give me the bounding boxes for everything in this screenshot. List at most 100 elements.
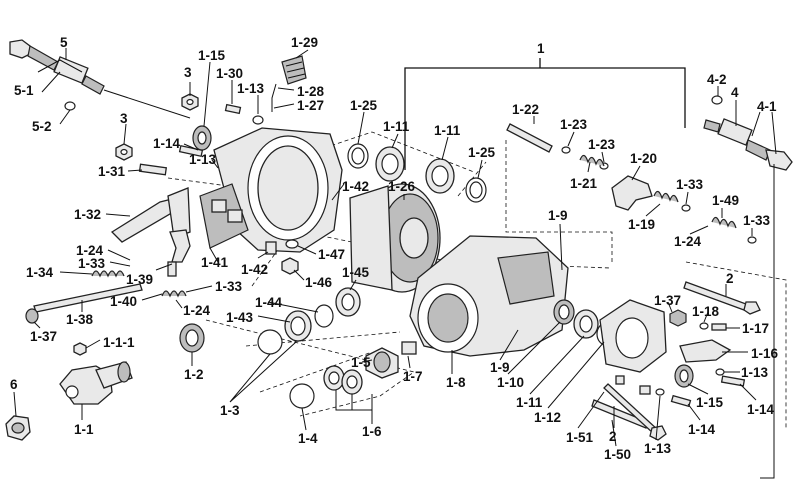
clip-1-23-a xyxy=(561,146,571,154)
callout-2a[interactable]: 2 xyxy=(726,271,734,286)
callout-4[interactable]: 4 xyxy=(731,85,739,100)
callout-1-2[interactable]: 1-2 xyxy=(184,367,204,382)
callout-1-31[interactable]: 1-31 xyxy=(98,164,126,179)
callout-1-19[interactable]: 1-19 xyxy=(628,217,656,232)
callout-1-49[interactable]: 1-49 xyxy=(712,193,740,208)
callout-1-9b[interactable]: 1-9 xyxy=(490,360,510,375)
callout-1-33c[interactable]: 1-33 xyxy=(78,256,106,271)
callout-1-33b[interactable]: 1-33 xyxy=(743,213,771,228)
callout-1-34[interactable]: 1-34 xyxy=(26,265,54,280)
spring-1-49 xyxy=(711,216,737,229)
callout-1-7[interactable]: 1-7 xyxy=(403,369,423,384)
washer-1-13-right xyxy=(715,368,725,376)
callout-1-32[interactable]: 1-32 xyxy=(74,207,102,222)
stud-1-51 xyxy=(591,375,649,429)
washer-1-18 xyxy=(699,322,709,330)
bearing-1-45 xyxy=(335,287,361,317)
callout-1-23b[interactable]: 1-23 xyxy=(588,137,616,152)
callout-1-14a[interactable]: 1-14 xyxy=(153,136,181,151)
callout-1-16[interactable]: 1-16 xyxy=(751,346,779,361)
callout-1-13c[interactable]: 1-13 xyxy=(741,365,769,380)
callout-1-51[interactable]: 1-51 xyxy=(566,430,594,445)
callout-1-25b[interactable]: 1-25 xyxy=(468,145,496,160)
callout-1-12[interactable]: 1-12 xyxy=(534,410,562,425)
callout-1-37a[interactable]: 1-37 xyxy=(30,329,58,344)
callout-1-33d[interactable]: 1-33 xyxy=(215,279,243,294)
callout-3b[interactable]: 3 xyxy=(120,111,128,126)
bolt-1-30 xyxy=(224,103,242,115)
callout-1-26[interactable]: 1-26 xyxy=(388,179,416,194)
callout-1-8[interactable]: 1-8 xyxy=(446,375,466,390)
callout-1-4[interactable]: 1-4 xyxy=(298,431,318,446)
callout-1-15a[interactable]: 1-15 xyxy=(198,48,226,63)
callout-3a[interactable]: 3 xyxy=(184,65,192,80)
callout-1-6[interactable]: 1-6 xyxy=(362,424,382,439)
right-cover xyxy=(599,299,732,373)
callout-1-43[interactable]: 1-43 xyxy=(226,310,254,325)
callout-1-17[interactable]: 1-17 xyxy=(742,321,770,336)
bolt-1-14-upper xyxy=(178,145,204,157)
callout-1-11b[interactable]: 1-11 xyxy=(434,123,461,138)
callout-1-14c[interactable]: 1-14 xyxy=(688,422,716,437)
callout-1-14b[interactable]: 1-14 xyxy=(747,402,775,417)
callout-1-21[interactable]: 1-21 xyxy=(570,176,598,191)
bearing-1-11-upper-a xyxy=(375,146,405,182)
callout-1-24a[interactable]: 1-24 xyxy=(674,234,702,249)
snap-ring-1-4 xyxy=(289,383,315,409)
callout-1-1[interactable]: 1-1 xyxy=(74,422,94,437)
callout-1-42a[interactable]: 1-42 xyxy=(342,179,370,194)
callout-1-15b[interactable]: 1-15 xyxy=(696,395,724,410)
callout-1-13d[interactable]: 1-13 xyxy=(644,441,672,456)
callout-1-50[interactable]: 1-50 xyxy=(604,447,632,462)
callout-1-18[interactable]: 1-18 xyxy=(692,304,720,319)
callout-1-42b[interactable]: 1-42 xyxy=(241,262,269,277)
callout-1-33a[interactable]: 1-33 xyxy=(676,177,704,192)
callout-1-22[interactable]: 1-22 xyxy=(512,102,540,117)
callout-1-40[interactable]: 1-40 xyxy=(110,294,138,309)
washer-1-47 xyxy=(285,239,299,249)
bearing-1-43 xyxy=(284,310,312,342)
callout-1-27[interactable]: 1-27 xyxy=(297,98,325,113)
leader-lines xyxy=(13,48,777,447)
callout-1-39[interactable]: 1-39 xyxy=(126,272,154,287)
callout-1-13a[interactable]: 1-13 xyxy=(237,81,265,96)
seal-1-25-upper xyxy=(347,143,369,169)
callout-1-30[interactable]: 1-30 xyxy=(216,66,244,81)
callout-1-10[interactable]: 1-10 xyxy=(497,375,525,390)
ring-gear-1-26 xyxy=(349,183,441,293)
callout-1-41[interactable]: 1-41 xyxy=(201,255,229,270)
callout-1-44[interactable]: 1-44 xyxy=(255,295,283,310)
callout-1-11c[interactable]: 1-11 xyxy=(516,395,543,410)
output-flange-1-1 xyxy=(59,361,133,405)
callout-1-20[interactable]: 1-20 xyxy=(630,151,658,166)
callout-4-1[interactable]: 4-1 xyxy=(757,99,777,114)
callout-2b[interactable]: 2 xyxy=(609,429,617,444)
callout-1-1-1[interactable]: 1-1-1 xyxy=(103,335,135,350)
callout-1-47[interactable]: 1-47 xyxy=(318,247,346,262)
callout-1-5[interactable]: 1-5 xyxy=(351,355,371,370)
callout-5-2[interactable]: 5-2 xyxy=(32,119,52,134)
callout-1-9a[interactable]: 1-9 xyxy=(548,208,568,223)
callout-1-29[interactable]: 1-29 xyxy=(291,35,319,50)
collar-1-7 xyxy=(401,341,417,355)
plug-1-37-right xyxy=(669,309,687,327)
callout-5-1[interactable]: 5-1 xyxy=(14,83,34,98)
callout-1-38[interactable]: 1-38 xyxy=(66,312,94,327)
callout-1-13b[interactable]: 1-13 xyxy=(189,152,217,167)
callout-1-11a[interactable]: 1-11 xyxy=(383,119,410,134)
nut-1-1-1 xyxy=(73,342,87,356)
callout-6[interactable]: 6 xyxy=(10,377,18,392)
callout-1-24b[interactable]: 1-24 xyxy=(76,243,104,258)
callout-5[interactable]: 5 xyxy=(60,35,68,50)
callout-1-46[interactable]: 1-46 xyxy=(305,275,333,290)
callout-1-28[interactable]: 1-28 xyxy=(297,84,325,99)
seal-1-2 xyxy=(179,323,205,353)
callout-1-25a[interactable]: 1-25 xyxy=(350,98,378,113)
callout-1[interactable]: 1 xyxy=(537,41,545,56)
callout-1-45[interactable]: 1-45 xyxy=(342,265,370,280)
callout-4-2[interactable]: 4-2 xyxy=(707,72,727,87)
callout-1-23a[interactable]: 1-23 xyxy=(560,117,588,132)
callout-1-24c[interactable]: 1-24 xyxy=(183,303,211,318)
callout-1-37b[interactable]: 1-37 xyxy=(654,293,682,308)
callout-1-3[interactable]: 1-3 xyxy=(220,403,240,418)
